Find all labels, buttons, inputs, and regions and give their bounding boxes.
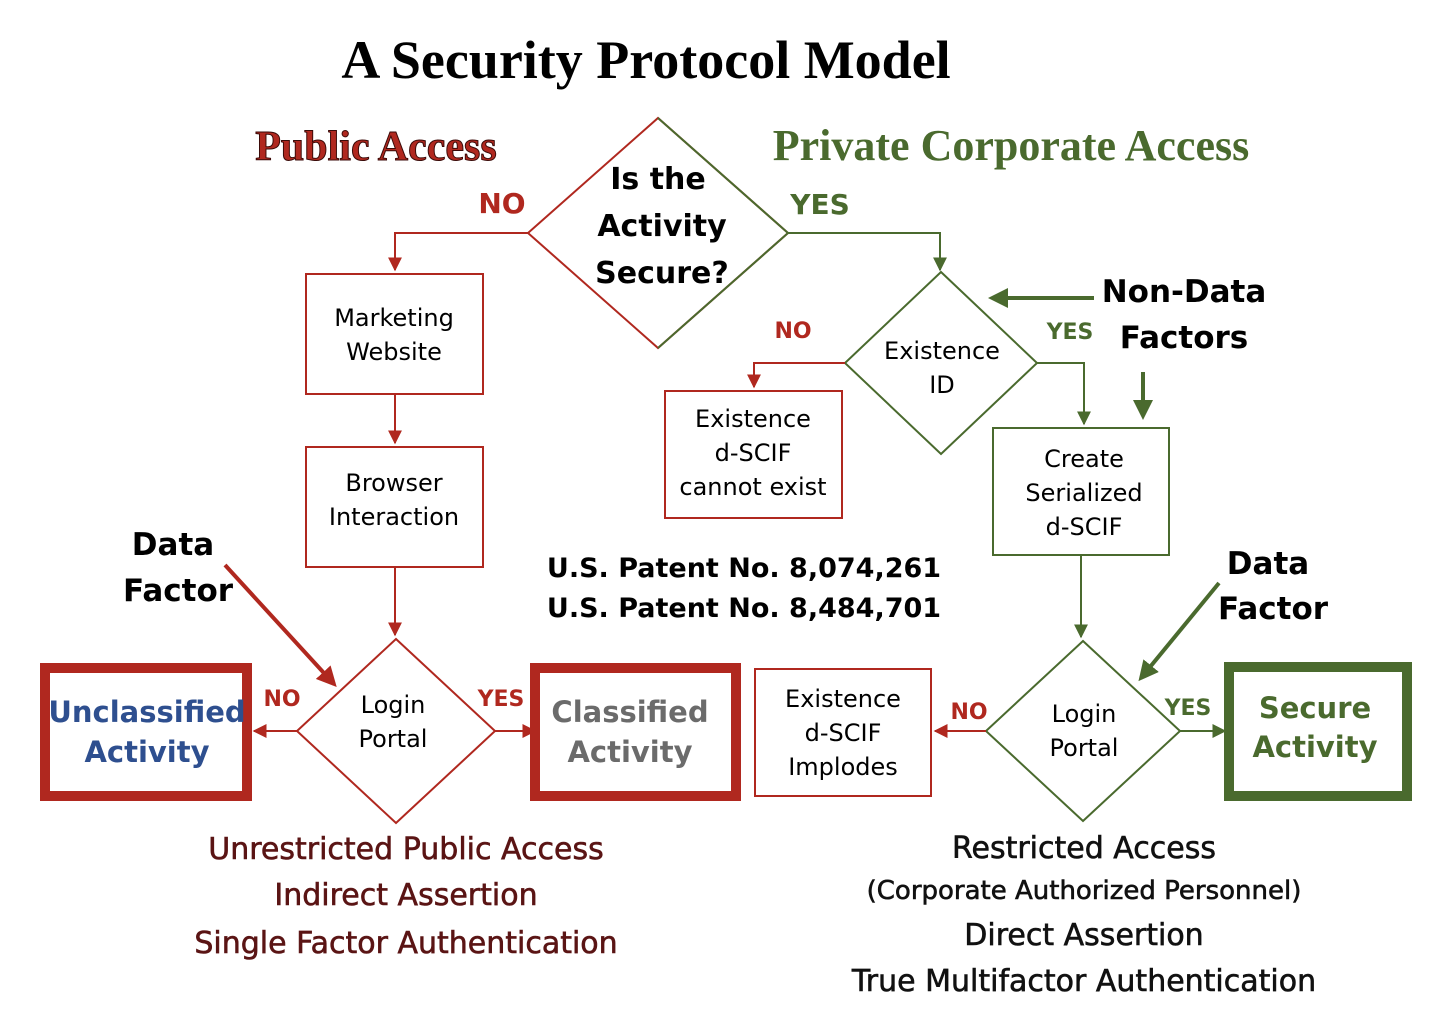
classified-line-1: Classified	[551, 695, 708, 729]
secure-line-1: Secure	[1259, 691, 1371, 725]
create-line-2: Serialized	[1025, 479, 1142, 507]
existence-id-diamond: Existence ID	[843, 270, 1039, 456]
create-serialized-box: Create Serialized d-SCIF	[992, 427, 1170, 556]
secure-activity-box: Secure Activity	[1224, 662, 1412, 801]
patent-line-2: U.S. Patent No. 8,484,701	[547, 593, 941, 624]
main-no-label: NO	[478, 187, 525, 220]
cannot-exist-line-1: Existence	[695, 405, 811, 433]
cannot-exist-box: Existence d-SCIF cannot exist	[664, 390, 843, 519]
public-login-yes-label: YES	[477, 687, 525, 712]
main-decision-line-2: Activity	[597, 209, 727, 244]
main-yes-label: YES	[789, 188, 850, 221]
cannot-exist-line-2: d-SCIF	[715, 439, 792, 467]
create-line-3: d-SCIF	[1046, 513, 1123, 541]
footer-public-line-3: Single Factor Authentication	[194, 926, 617, 961]
footer-private-line-3: Direct Assertion	[964, 918, 1203, 953]
public-login-diamond: Login Portal	[295, 637, 497, 825]
arrow-existence-yes	[1037, 362, 1091, 426]
public-data-factor-line-2: Factor	[123, 573, 234, 609]
public-access-heading: Public Access	[255, 124, 496, 170]
existence-no-label: NO	[774, 319, 811, 344]
footer-private-line-4: True Multifactor Authentication	[851, 964, 1316, 999]
private-access-heading: Private Corporate Access	[773, 121, 1249, 170]
implodes-line-1: Existence	[785, 685, 901, 713]
browser-line-1: Browser	[345, 469, 442, 497]
public-login-line-1: Login	[361, 691, 426, 719]
non-data-factors-line-2: Factors	[1120, 320, 1249, 356]
unclassified-line-2: Activity	[84, 735, 209, 769]
browser-interaction-box: Browser Interaction	[305, 446, 484, 568]
cannot-exist-line-3: cannot exist	[679, 473, 826, 501]
public-data-factor-line-1: Data	[132, 527, 214, 563]
private-login-diamond: Login Portal	[984, 639, 1182, 823]
patent-line-1: U.S. Patent No. 8,074,261	[547, 553, 941, 584]
browser-line-2: Interaction	[329, 503, 459, 531]
unclassified-line-1: Unclassified	[48, 695, 245, 729]
create-line-1: Create	[1044, 445, 1124, 473]
footer-private-line-2: (Corporate Authorized Personnel)	[867, 876, 1302, 906]
implodes-box: Existence d-SCIF Implodes	[754, 668, 932, 797]
secure-line-2: Activity	[1252, 730, 1377, 764]
classified-activity-box: Classified Activity	[530, 663, 741, 801]
private-data-factor-line-1: Data	[1227, 546, 1309, 582]
marketing-website-box: Marketing Website	[305, 273, 484, 395]
arrow-main-to-marketing	[388, 232, 528, 272]
non-data-factors-line-1: Non-Data	[1102, 274, 1267, 310]
existence-yes-label: YES	[1046, 320, 1094, 345]
marketing-line-2: Website	[346, 338, 442, 366]
main-decision-line-1: Is the	[610, 162, 706, 197]
footer-public-line-1: Unrestricted Public Access	[208, 832, 603, 867]
private-data-factor-line-2: Factor	[1218, 591, 1329, 627]
marketing-line-1: Marketing	[334, 304, 454, 332]
main-decision-diamond: Is the Activity Secure?	[527, 116, 790, 350]
public-login-line-2: Portal	[359, 725, 428, 753]
implodes-line-3: Implodes	[788, 753, 898, 781]
implodes-line-2: d-SCIF	[805, 719, 882, 747]
footer-private-line-1: Restricted Access	[952, 831, 1216, 866]
private-login-yes-label: YES	[1164, 696, 1212, 721]
unclassified-activity-box: Unclassified Activity	[40, 663, 252, 801]
private-data-factor-arrow	[1138, 581, 1221, 682]
private-login-line-1: Login	[1052, 700, 1117, 728]
diagram-title: A Security Protocol Model	[341, 30, 950, 90]
public-login-no-label: NO	[263, 687, 300, 712]
existence-id-line-2: ID	[929, 371, 955, 399]
existence-id-line-1: Existence	[884, 337, 1000, 365]
public-data-factor-arrow	[223, 563, 337, 687]
main-decision-line-3: Secure?	[595, 256, 729, 291]
private-login-line-2: Portal	[1050, 734, 1119, 762]
footer-public-line-2: Indirect Assertion	[274, 878, 537, 913]
private-login-no-label: NO	[950, 700, 987, 725]
arrow-existence-no	[747, 362, 845, 389]
classified-line-2: Activity	[567, 735, 692, 769]
arrow-main-to-existence-id	[788, 232, 947, 272]
